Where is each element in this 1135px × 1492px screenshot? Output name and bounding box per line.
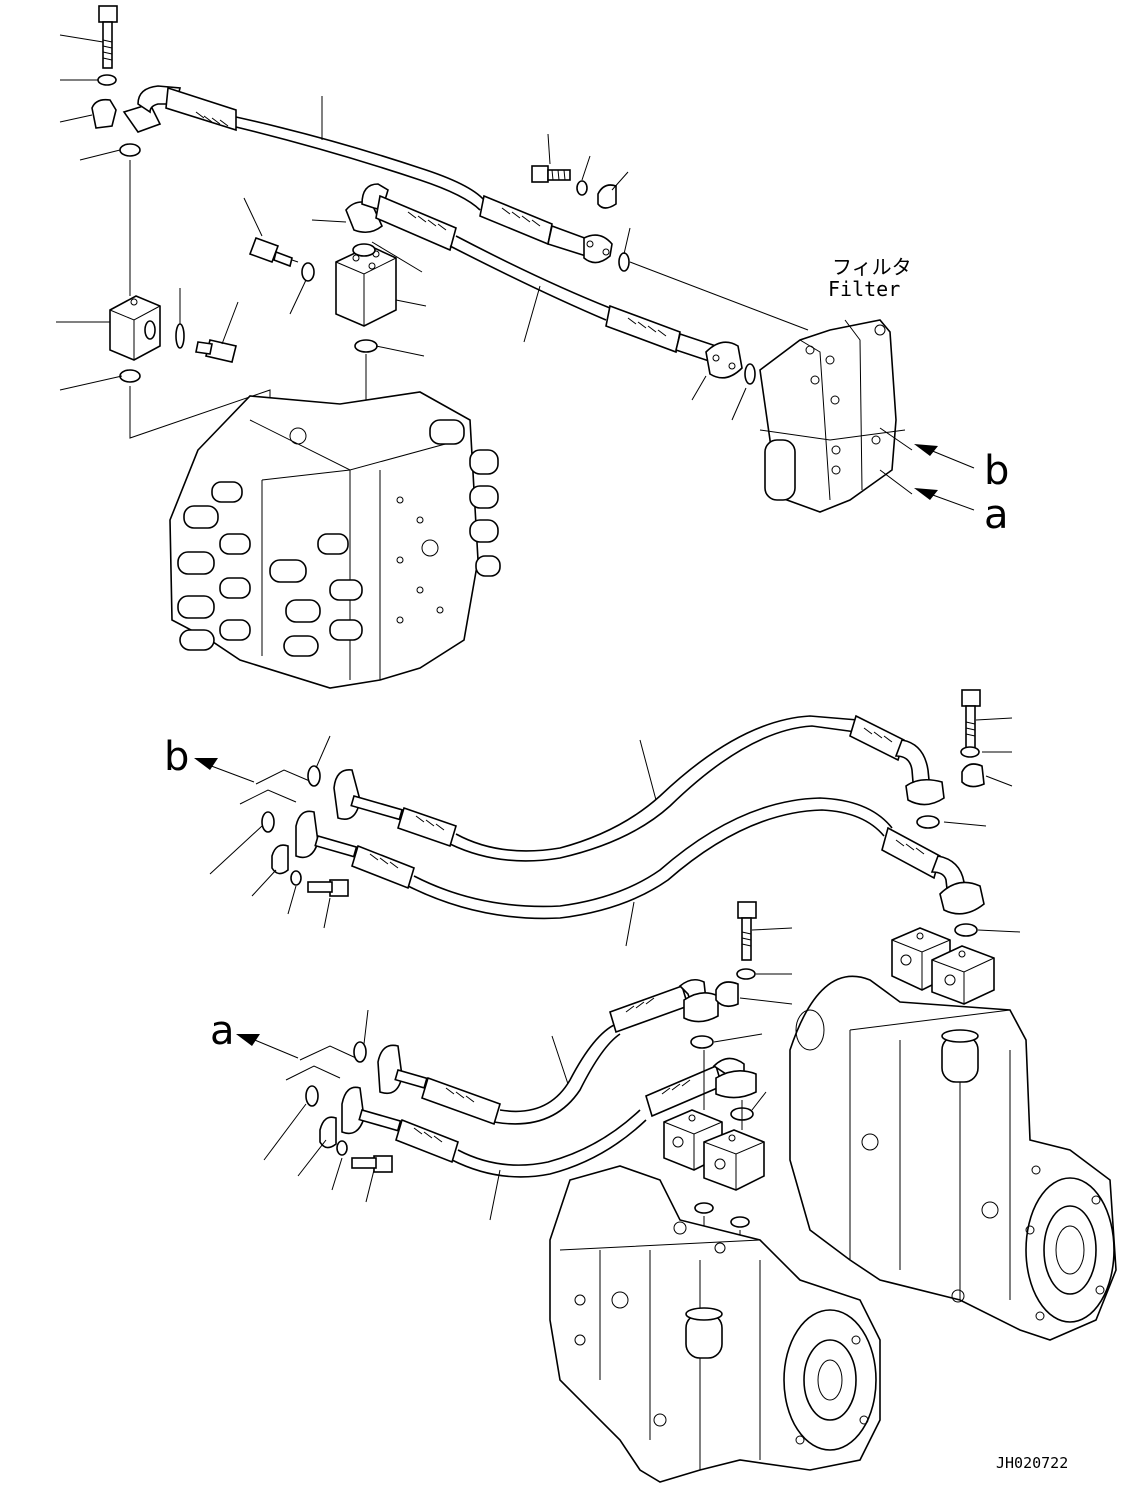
washer-a-right [736, 968, 756, 980]
hose-sleeve-a-lower-right [645, 1064, 723, 1118]
washer-upper-mid [576, 180, 588, 196]
split-flange-top-left [91, 98, 117, 129]
hydraulic-pump-left [549, 1165, 881, 1483]
o-ring-filter [744, 363, 756, 385]
leader-block-to-valve [129, 160, 271, 439]
upper-assembly: フィルタ Filter b a [56, 5, 1009, 689]
washer-a-lower [336, 1140, 348, 1156]
hose-sleeve-b-lower-right [881, 826, 941, 880]
flange-b-upper [333, 769, 361, 820]
hose-sleeve-a-upper [421, 1076, 501, 1126]
hose-sleeve-filter [605, 304, 681, 354]
split-flange-b-right [961, 763, 985, 788]
hydraulic-pump-right [789, 975, 1117, 1341]
hose-upper-long [235, 116, 485, 201]
label-filter-ja: フィルタ [832, 255, 912, 279]
arrow-ref-a-lower [236, 1034, 299, 1059]
o-ring-a-block-2 [730, 1216, 750, 1228]
arrow-ref-a-upper [914, 488, 975, 511]
bolt-b-right [961, 689, 981, 751]
hose-b-lower [413, 797, 893, 908]
manifold-block-left [109, 295, 161, 361]
hose-sleeve-b-lower [351, 844, 415, 890]
hose-sleeve-upper-center [375, 194, 457, 252]
o-ring-b-right [916, 815, 940, 829]
flange-upper-mid [583, 234, 613, 264]
pressure-sensor-lower [195, 339, 237, 363]
bolt-b-lower [307, 879, 349, 897]
split-flange-upper-mid [597, 184, 617, 209]
label-ref-a-lower: a [210, 1008, 235, 1054]
flange-filter [705, 341, 743, 379]
o-ring-sensor-upper [301, 262, 315, 282]
o-ring-upper-mid [618, 252, 630, 272]
arrow-ref-b-lower [194, 758, 255, 783]
leader-filter [629, 261, 809, 331]
split-flange-b-lower [271, 844, 289, 875]
hose-sleeve-a-lower [395, 1118, 459, 1164]
o-ring-a-lower [305, 1085, 319, 1107]
o-ring-block-left [119, 369, 141, 383]
hose-sleeve-upper-left [165, 86, 237, 132]
washer-b-right [960, 746, 980, 758]
manifold-block-b-right [931, 945, 995, 1005]
elbow-flange-upper-center [345, 201, 383, 234]
o-ring-b-lower [261, 811, 275, 833]
valve-spools-right [429, 419, 501, 577]
hose-a-upper [499, 1023, 617, 1113]
split-flange-a-right [715, 981, 739, 1008]
elbow-flange-b-upper [905, 778, 945, 806]
filter-housing [759, 319, 906, 513]
washer-top-left [97, 74, 117, 86]
bolt-a-right [737, 901, 757, 961]
o-ring-block-center-bottom [354, 339, 378, 353]
label-ref-b-lower: b [164, 734, 189, 780]
o-ring-b-upper [307, 765, 321, 787]
hose-b-upper [455, 715, 859, 852]
split-flange-a-lower [319, 1116, 337, 1149]
elbow-flange-b-lower [939, 881, 985, 915]
bolt-top-left [98, 5, 118, 69]
elbow-flange-a-lower [715, 1070, 757, 1099]
lower-assembly: b [164, 689, 1117, 1483]
o-ring-a-upper-right [690, 1035, 714, 1049]
manifold-block-center [335, 245, 397, 327]
o-ring-b-lower-right [954, 923, 978, 937]
flange-a-lower [341, 1086, 365, 1135]
drawing-id: JH020722 [996, 1454, 1068, 1472]
flange-b-lower [295, 810, 319, 859]
washer-b-lower [290, 870, 302, 886]
elbow-flange-a-upper [683, 992, 719, 1023]
elbow-flange-upper-left [122, 103, 162, 133]
o-ring-a-block-1 [694, 1202, 714, 1214]
label-filter-en: Filter [828, 277, 900, 301]
bolt-upper-mid [531, 165, 571, 183]
hose-sleeve-b-upper [397, 806, 457, 848]
o-ring-a-upper [353, 1041, 367, 1063]
arrow-ref-b-upper [914, 444, 975, 469]
hose-a-lower [457, 1109, 641, 1166]
o-ring-top-left [119, 143, 141, 157]
label-ref-a-upper: a [984, 492, 1009, 538]
control-valve [169, 391, 501, 689]
hose-sleeve-upper-mid [479, 194, 553, 246]
pressure-sensor-upper [248, 236, 299, 268]
hose-upper-center [455, 235, 611, 309]
valve-spools-center [269, 533, 363, 657]
label-ref-b-upper: b [984, 448, 1009, 494]
bolt-a-lower [351, 1155, 393, 1173]
hose-sleeve-a-upper-right [609, 984, 689, 1034]
valve-spools-left [177, 481, 251, 651]
hose-sleeve-b-upper-right [849, 714, 905, 762]
manifold-block-a-right [703, 1129, 765, 1191]
o-ring-block-center-top [352, 243, 376, 257]
o-ring-sensor-lower [175, 323, 185, 349]
